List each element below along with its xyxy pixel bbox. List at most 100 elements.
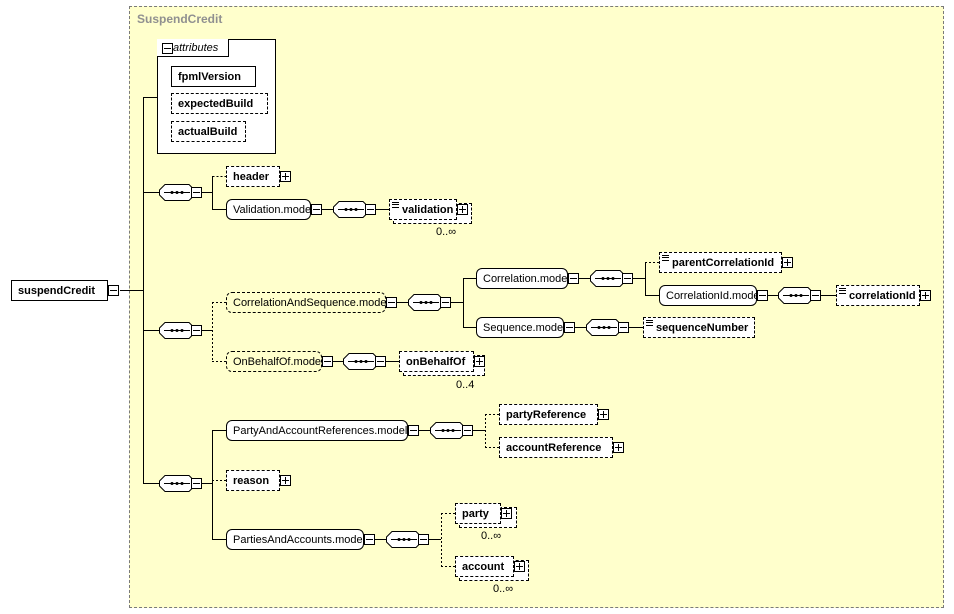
expand-icon[interactable] <box>920 290 931 301</box>
collapse-icon[interactable] <box>440 297 451 308</box>
element-reason[interactable]: reason <box>226 470 280 491</box>
cardinality-label: 0..∞ <box>481 530 502 542</box>
expand-icon[interactable] <box>457 204 468 215</box>
text-content-icon <box>662 255 669 261</box>
collapse-icon[interactable] <box>622 273 633 284</box>
collapse-icon[interactable] <box>418 534 429 545</box>
element-label: sequenceNumber <box>656 321 749 334</box>
expand-icon[interactable] <box>501 508 512 519</box>
collapse-icon[interactable] <box>375 356 386 367</box>
collapse-icon[interactable] <box>618 322 629 333</box>
element-sequence-number[interactable]: sequenceNumber <box>643 317 755 338</box>
cardinality-label: 0..4 <box>456 379 475 391</box>
group-parties-and-accounts-model[interactable]: PartiesAndAccounts.model <box>226 529 366 550</box>
group-label: PartiesAndAccounts.model <box>233 533 366 546</box>
collapse-icon[interactable] <box>162 43 173 54</box>
sequence-compositor-icon[interactable] <box>778 287 814 304</box>
element-label: header <box>233 170 270 183</box>
expand-icon[interactable] <box>514 561 525 572</box>
collapse-icon[interactable] <box>364 534 375 545</box>
element-label: validation <box>402 203 454 216</box>
element-label: correlationId <box>849 289 916 302</box>
group-validation-model[interactable]: Validation.model <box>226 199 314 220</box>
element-account-reference[interactable]: accountReference <box>499 437 613 458</box>
sequence-compositor-icon[interactable] <box>430 422 466 439</box>
collapse-icon[interactable] <box>191 187 202 198</box>
group-party-and-account-references-model[interactable]: PartyAndAccountReferences.model <box>226 420 408 441</box>
element-label: account <box>462 560 505 573</box>
collapse-icon[interactable] <box>757 290 768 301</box>
sequence-compositor-icon[interactable] <box>386 531 422 548</box>
group-label: CorrelationAndSequence.model <box>233 296 389 309</box>
cardinality-label: 0..∞ <box>436 226 457 238</box>
group-correlation-id-model[interactable]: CorrelationId.model <box>659 285 762 306</box>
element-on-behalf-of[interactable]: onBehalfOf <box>399 351 474 372</box>
element-validation[interactable]: validation <box>389 199 457 220</box>
collapse-icon[interactable] <box>564 322 575 333</box>
group-sequence-model[interactable]: Sequence.model <box>476 317 566 338</box>
element-label: parentCorrelationId <box>672 256 775 269</box>
element-parent-correlation-id[interactable]: parentCorrelationId <box>659 252 782 273</box>
text-content-icon <box>839 288 846 294</box>
group-label: Sequence.model <box>483 321 566 334</box>
collapse-icon[interactable] <box>191 325 202 336</box>
sequence-compositor-icon[interactable] <box>333 201 369 218</box>
collapse-icon[interactable] <box>365 204 376 215</box>
expand-icon[interactable] <box>598 409 609 420</box>
attributes-label: attributes <box>173 41 219 54</box>
group-correlation-model[interactable]: Correlation.model <box>476 268 570 289</box>
attribute-label: expectedBuild <box>178 97 254 110</box>
sequence-compositor-icon[interactable] <box>586 319 622 336</box>
sequence-compositor-icon[interactable] <box>408 294 444 311</box>
element-party[interactable]: party <box>455 503 501 524</box>
attributes-tab: attributes <box>157 39 229 57</box>
element-label: party <box>462 507 489 520</box>
collapse-icon[interactable] <box>408 425 419 436</box>
element-header[interactable]: header <box>226 166 280 187</box>
attribute-actual-build[interactable]: actualBuild <box>171 121 246 142</box>
group-label: OnBehalfOf.model <box>233 355 324 368</box>
attribute-label: fpmlVersion <box>178 70 241 83</box>
group-label: Validation.model <box>233 203 314 216</box>
sequence-compositor-icon[interactable] <box>159 475 195 492</box>
sequence-compositor-icon[interactable] <box>159 322 195 339</box>
collapse-icon[interactable] <box>322 356 333 367</box>
element-party-reference[interactable]: partyReference <box>499 404 598 425</box>
group-label: CorrelationId.model <box>666 289 762 302</box>
attribute-expected-build[interactable]: expectedBuild <box>171 93 268 114</box>
attribute-fpml-version[interactable]: fpmlVersion <box>171 66 256 87</box>
text-content-icon <box>392 202 399 208</box>
element-label: accountReference <box>506 441 602 454</box>
frame-title: SuspendCredit <box>137 12 223 26</box>
collapse-icon[interactable] <box>568 273 579 284</box>
group-correlation-and-sequence-model[interactable]: CorrelationAndSequence.model <box>226 292 389 313</box>
collapse-icon[interactable] <box>191 478 202 489</box>
element-correlation-id[interactable]: correlationId <box>836 285 920 306</box>
expand-icon[interactable] <box>613 442 624 453</box>
collapse-icon[interactable] <box>311 204 322 215</box>
sequence-compositor-icon[interactable] <box>590 270 626 287</box>
collapse-icon[interactable] <box>810 290 821 301</box>
element-label: onBehalfOf <box>406 355 466 368</box>
cardinality-label: 0..∞ <box>493 583 514 595</box>
sequence-compositor-icon[interactable] <box>159 184 195 201</box>
element-label: reason <box>233 474 270 487</box>
expand-icon[interactable] <box>474 356 485 367</box>
collapse-icon[interactable] <box>386 297 397 308</box>
expand-icon[interactable] <box>782 257 793 268</box>
root-label: suspendCredit <box>18 284 96 297</box>
group-on-behalf-of-model[interactable]: OnBehalfOf.model <box>226 351 324 372</box>
group-label: Correlation.model <box>483 272 570 285</box>
text-content-icon <box>646 320 653 326</box>
expand-icon[interactable] <box>280 475 291 486</box>
expand-icon[interactable] <box>280 171 291 182</box>
attribute-label: actualBuild <box>178 125 238 138</box>
root-element-suspend-credit[interactable]: suspendCredit <box>11 280 108 301</box>
element-account[interactable]: account <box>455 556 514 577</box>
collapse-icon[interactable] <box>462 425 473 436</box>
collapse-icon[interactable] <box>108 285 119 296</box>
sequence-compositor-icon[interactable] <box>343 353 379 370</box>
group-label: PartyAndAccountReferences.model <box>233 424 408 437</box>
element-label: partyReference <box>506 408 587 421</box>
